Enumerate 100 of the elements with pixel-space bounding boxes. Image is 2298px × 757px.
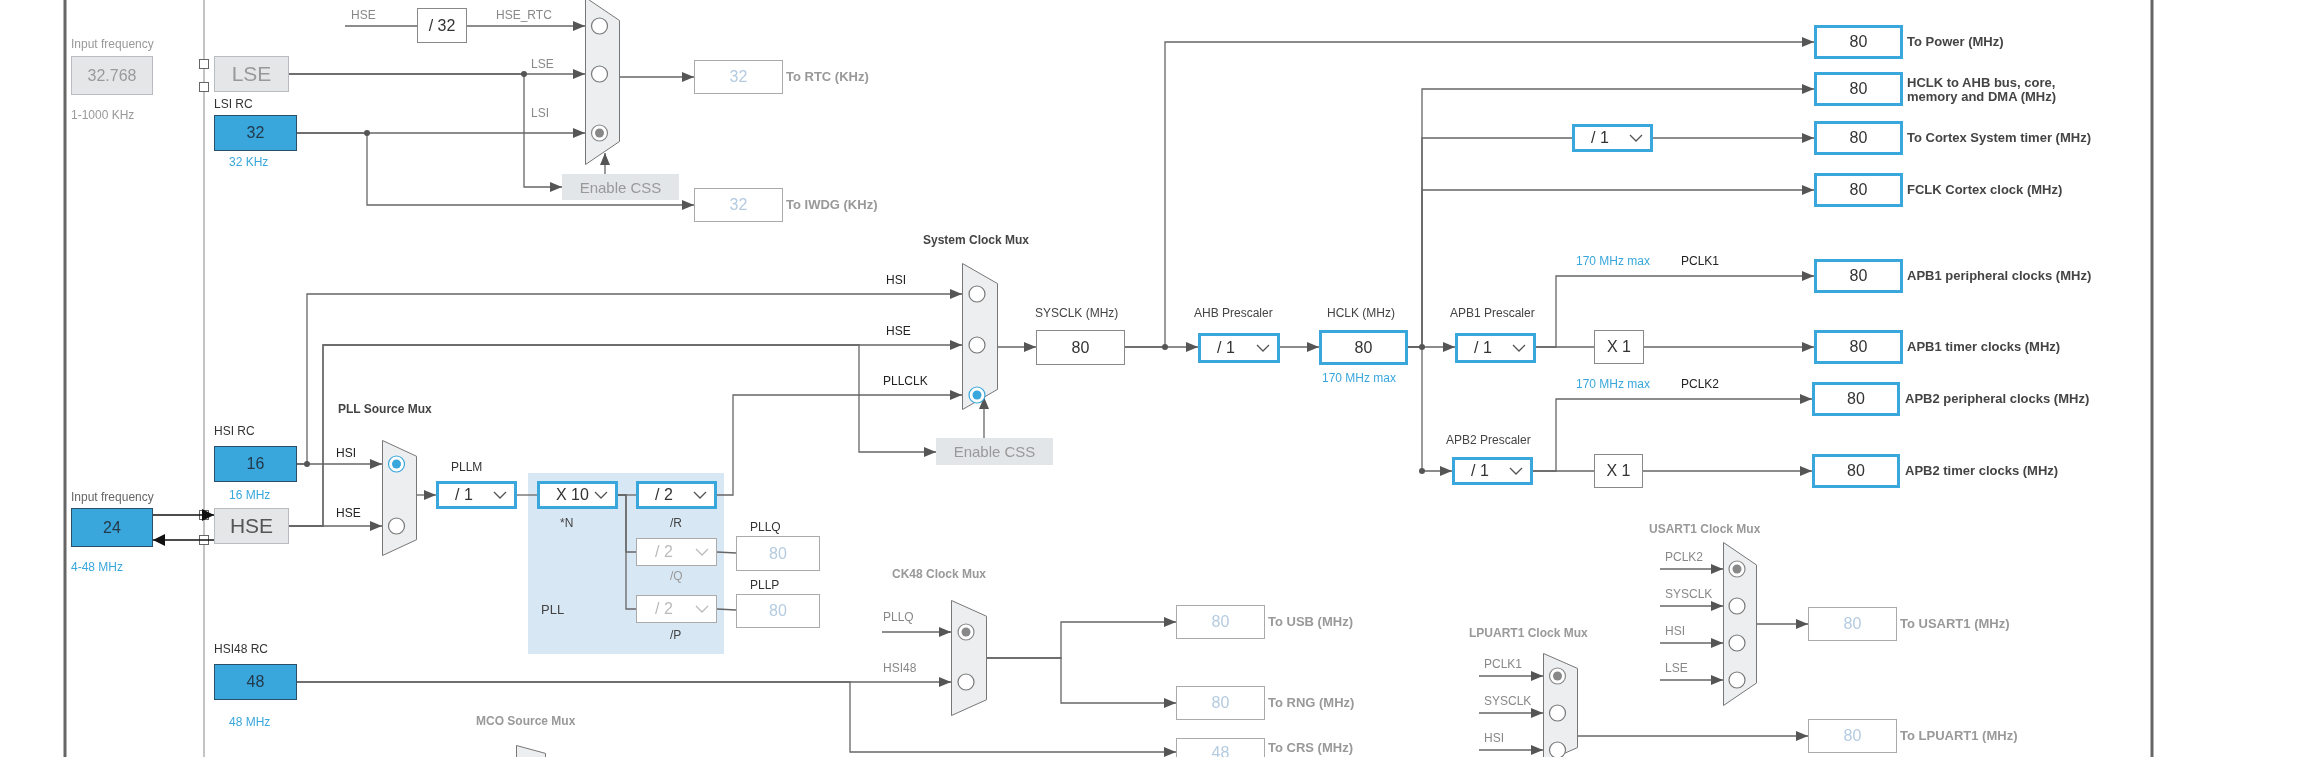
arrow [1652,133,1815,143]
note-label: 32 KHz [229,155,269,169]
clock-value-box: 80 [1319,330,1408,365]
clock-value-box: 80 [736,594,820,628]
clock-value-box: 80 [1814,330,1903,364]
connector-line [617,494,637,610]
heading-label: HSI48 RC [214,642,269,656]
connector-line [1535,346,1595,348]
oscillator-value-box: 32 [214,115,297,151]
edge-label: SYSCLK [1483,694,1533,708]
edge-label: PCLK2 [1680,377,1721,391]
note-label: /Q [670,569,683,583]
output-label: To RTC (KHz) [786,70,869,84]
connector-line [344,25,418,27]
heading-label: Input frequency [71,490,154,504]
output-label: To USART1 (MHz) [1900,617,2010,631]
clock-value-box: 32 [694,60,783,94]
clock-value-box: 80 [1176,605,1265,639]
output-label: To CRS (MHz) [1268,741,1353,755]
arrow [1659,601,1724,611]
arrow [1659,675,1724,685]
heading-label: PLLM [451,460,483,474]
connector-line [716,551,737,554]
input-field: 32.768 [71,56,153,95]
prescaler-dropdown: / 2 [636,481,717,509]
note-label: 1-1000 KHz [71,108,135,122]
heading-label: SYSCLK (MHz) [1035,306,1119,320]
prescaler-dropdown: / 2 [636,538,717,566]
prescaler-dropdown: / 1 [436,481,517,509]
edge-label: HSI [1664,624,1686,638]
oscillator-box: HSE [214,508,289,544]
arrow [296,132,695,210]
edge-label: PLLQ [882,610,915,624]
input-field: 24 [71,508,153,547]
arrow [296,681,1177,757]
clock-value-box: 80 [1176,686,1265,720]
oscillator-value-box: 16 [214,446,297,482]
prescaler-dropdown: / 1 [1455,333,1536,363]
edge-label: LSE [530,57,555,71]
arrow [1577,731,1809,741]
prescaler-dropdown: / 1 [1572,124,1653,152]
clock-value-box: 80 [1808,719,1897,753]
note-label: 16 MHz [229,488,271,502]
arrow [1407,346,1453,476]
heading-label: Input frequency [71,37,154,51]
note-label: /R [670,516,682,530]
arrow [1478,708,1544,718]
edge-label: PLLCLK [882,374,929,388]
prescaler-dropdown: / 1 [1198,333,1280,363]
heading-label: HSI RC [214,424,255,438]
prescaler-dropdown: / 1 [1452,457,1533,485]
arrow [1124,37,1815,348]
output-label: HCLK to AHB bus, core, memory and DMA (MHz) [1907,76,2058,104]
edge-label: SYSCLK [1664,587,1714,601]
note-label: 170 MHz max [1575,254,1652,268]
arrow [1643,342,1815,352]
note-label: 48 MHz [229,715,271,729]
edge-label: HSE [350,8,377,22]
edge-label: HSI [335,446,357,460]
arrow [296,289,963,465]
clock-value-box: 32 [694,188,783,222]
arrow [881,627,952,637]
heading-label: PLLQ [750,520,781,534]
region-label: PLL [541,603,565,617]
edge-label: HSE [885,324,912,338]
arrow [997,342,1037,352]
output-label: APB2 peripheral clocks (MHz) [1905,392,2090,406]
output-label: FCLK Cortex clock (MHz) [1907,183,2063,197]
clock-value-box: 80 [1814,259,1903,293]
arrow [979,396,989,439]
output-label: To USB (MHz) [1268,615,1353,629]
note-label: 4-48 MHz [71,560,123,574]
arrow [1659,564,1724,574]
oscillator-value-box: 48 [214,664,297,700]
output-label: To LPUART1 (MHz) [1900,729,2018,743]
multiplier-box: X 1 [1594,454,1643,488]
edge-label: HSI [885,273,907,287]
arrow [152,509,215,521]
arrow [288,73,563,192]
note-label: 170 MHz max [1575,377,1652,391]
note-label: *N [560,516,574,530]
oscillator-box: LSE [214,56,289,92]
arrow [1756,619,1809,629]
output-label: To Cortex System timer (MHz) [1907,131,2091,145]
clock-value-box: 80 [1814,72,1903,106]
mux-title: LPUART1 Clock Mux [1469,626,1588,640]
edge-label: PCLK2 [1664,550,1705,564]
output-label: APB1 peripheral clocks (MHz) [1907,269,2092,283]
output-label: To Power (MHz) [1907,35,2004,49]
arrow [466,21,586,31]
mux-title: CK48 Clock Mux [892,567,987,581]
arrow [600,152,610,175]
mux-title: USART1 Clock Mux [1649,522,1761,536]
edge-label: HSI48 [882,661,918,675]
mux-title: System Clock Mux [923,233,1030,247]
mux-title: MCO Source Mux [476,714,576,728]
output-label: APB2 timer clocks (MHz) [1905,464,2059,478]
value-box: 80 [1036,330,1125,365]
arrow [619,72,695,82]
arrow [986,657,1177,708]
